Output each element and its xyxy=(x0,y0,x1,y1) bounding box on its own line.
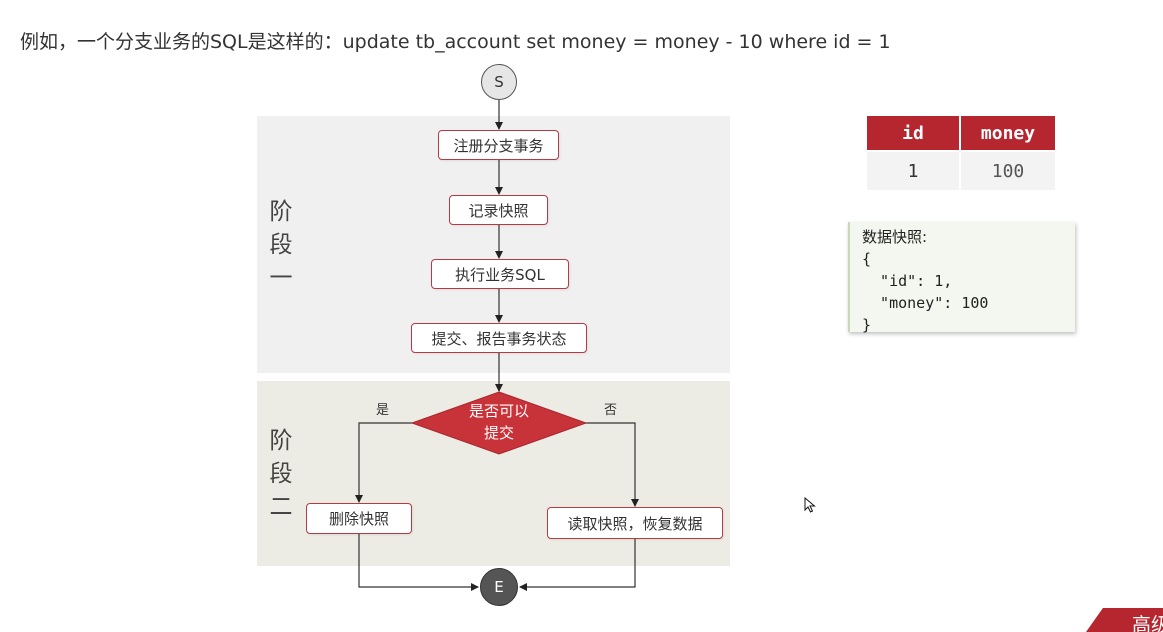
edge-no-restore xyxy=(585,422,639,507)
edge-restore-end xyxy=(519,538,636,591)
edge-yes-delete xyxy=(355,422,413,503)
register-branch-node: 注册分支事务 xyxy=(438,130,559,160)
execute-sql-node: 执行业务SQL xyxy=(431,259,569,289)
snapshot-title: 数据快照: xyxy=(862,228,928,246)
snapshot-line: { xyxy=(862,250,872,268)
end-node: E xyxy=(480,568,518,606)
column-header-id: id xyxy=(867,116,961,151)
snapshot-line: "money": 100 xyxy=(862,294,989,312)
headline-text: 例如，一个分支业务的SQL是这样的：update tb_account set … xyxy=(20,31,891,53)
no-label: 否 xyxy=(604,403,618,418)
table-cell-id: 1 xyxy=(867,150,961,190)
snapshot-line: "id": 1, xyxy=(862,272,953,290)
account-table: id money 1 100 xyxy=(867,116,1055,190)
decision-diamond xyxy=(410,391,588,455)
edge-delete-end xyxy=(358,533,479,591)
table-row: 1 100 xyxy=(867,150,1055,190)
decision-label: 是否可以 提交 xyxy=(468,402,529,442)
mouse-cursor-icon xyxy=(804,497,816,513)
record-snapshot-node: 记录快照 xyxy=(449,195,548,225)
snapshot-line: } xyxy=(862,316,872,334)
restore-data-node: 读取快照，恢复数据 xyxy=(547,507,723,539)
stage-one-label: 阶 段 一 xyxy=(269,199,293,291)
table-header-row: id money xyxy=(867,116,1055,151)
data-snapshot-box: 数据快照: { "id": 1, "money": 100} xyxy=(848,222,1075,334)
table-cell-money: 100 xyxy=(960,150,1055,190)
column-header-money: money xyxy=(960,116,1055,151)
commit-report-node: 提交、报告事务状态 xyxy=(411,323,587,353)
stage-two-label: 阶 段 二 xyxy=(269,428,293,520)
delete-snapshot-node: 删除快照 xyxy=(306,503,412,534)
start-node: S xyxy=(481,64,517,100)
yes-label: 是 xyxy=(376,403,390,418)
